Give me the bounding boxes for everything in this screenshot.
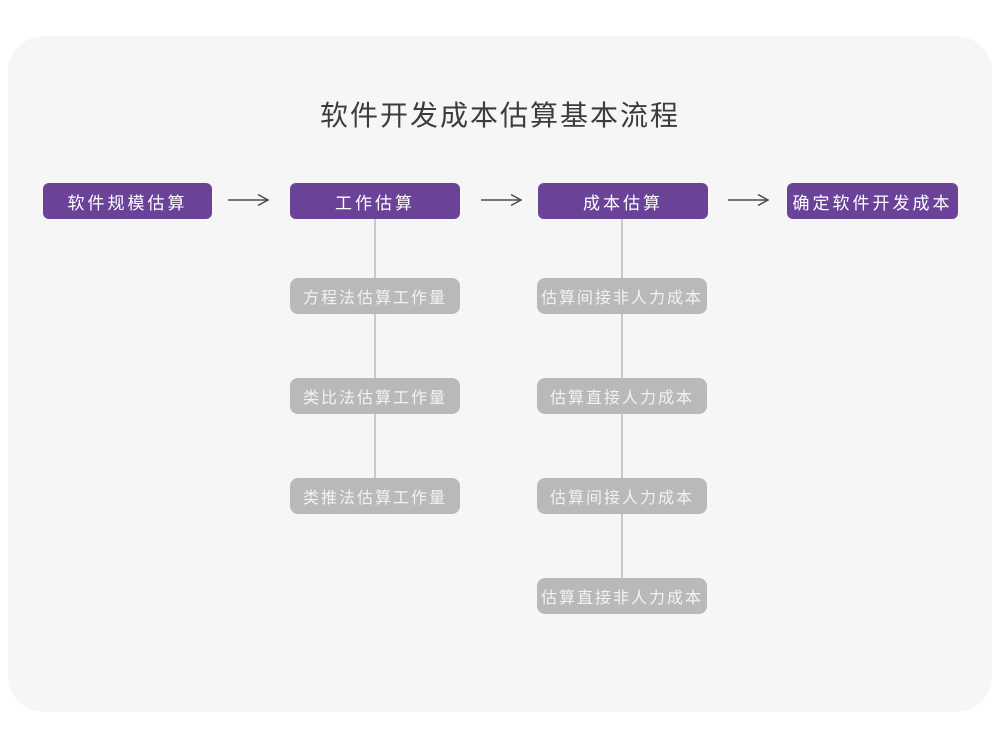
flow-node-determine-development-cost: 确定软件开发成本: [787, 183, 958, 219]
subnode-extrapolation-method: 类推法估算工作量: [290, 478, 460, 514]
diagram-card: 软件开发成本估算基本流程 软件规模估算 工作估算 成本估算 确定软件开发成本 方…: [8, 36, 992, 712]
diagram-title: 软件开发成本估算基本流程: [319, 100, 680, 131]
subnode-indirect-labor-cost: 估算间接人力成本: [537, 478, 707, 514]
flow-node-cost-estimation: 成本估算: [538, 183, 708, 219]
flow-node-work-estimation: 工作估算: [290, 183, 460, 219]
right-arrow-icon: [480, 192, 524, 208]
connector-line-work-estimation: [374, 218, 376, 496]
right-arrow-icon: [727, 192, 771, 208]
subnode-direct-nonlabor-cost: 估算直接非人力成本: [537, 578, 707, 614]
flow-node-software-scale-estimation: 软件规模估算: [43, 183, 212, 219]
right-arrow-icon: [227, 192, 271, 208]
subnode-direct-labor-cost: 估算直接人力成本: [537, 378, 707, 414]
subnode-equation-method: 方程法估算工作量: [290, 278, 460, 314]
subnode-indirect-nonlabor-cost: 估算间接非人力成本: [537, 278, 707, 314]
subnode-analogy-method: 类比法估算工作量: [290, 378, 460, 414]
